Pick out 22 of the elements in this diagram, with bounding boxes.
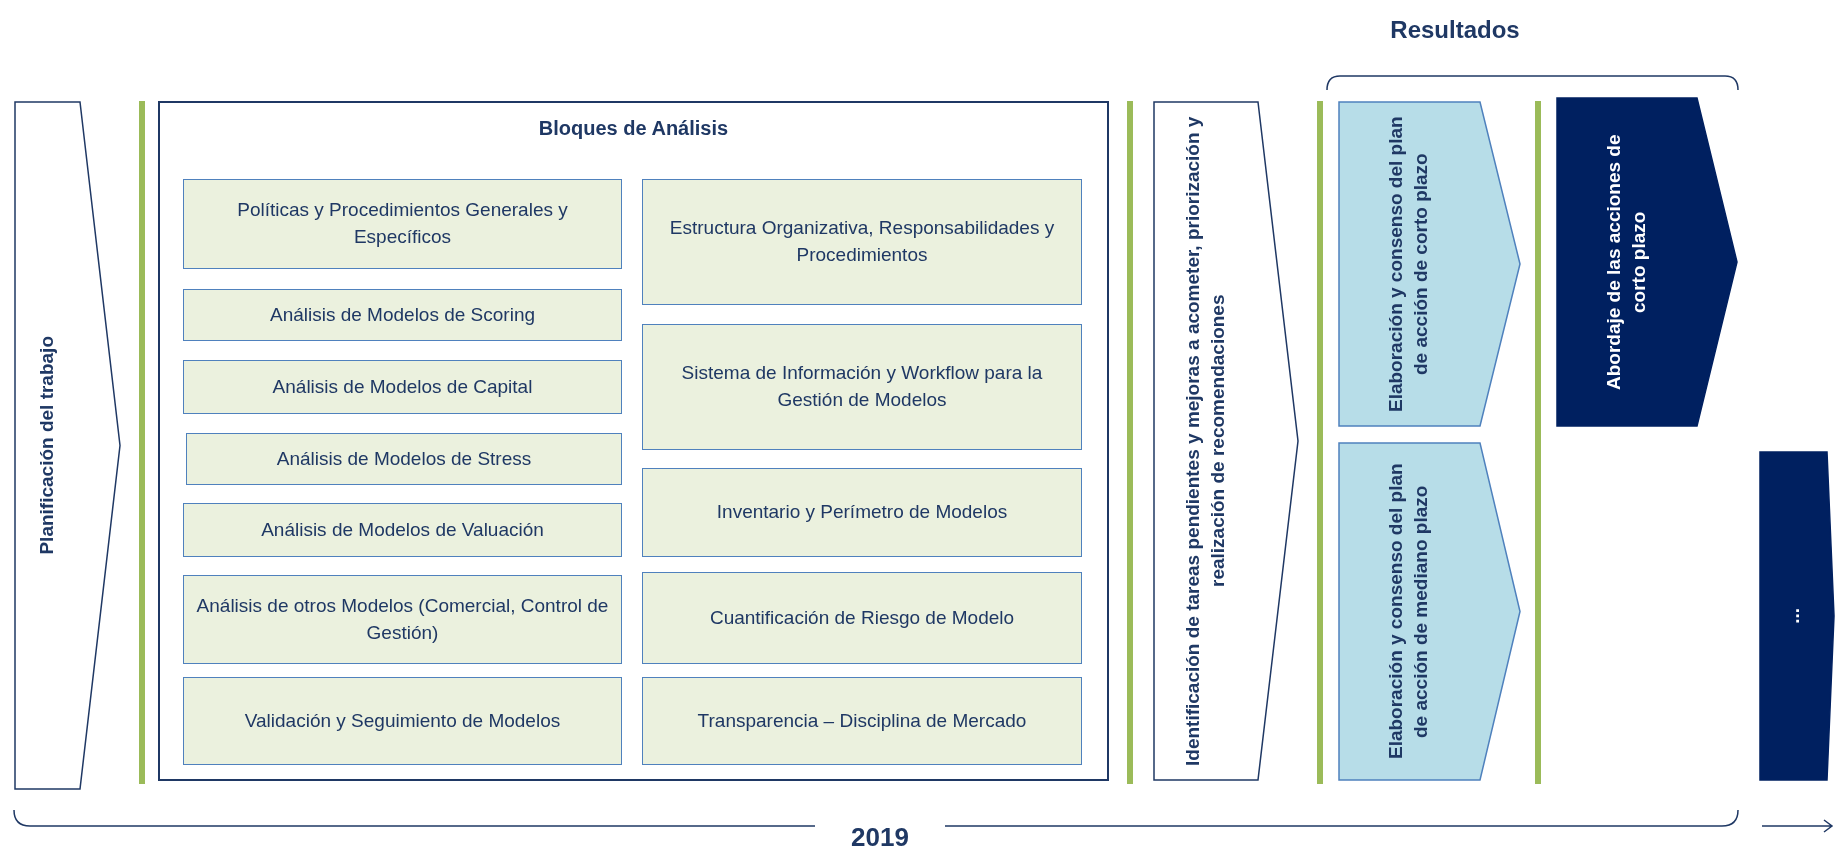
analysis-block: Análisis de Modelos de Valuación bbox=[183, 503, 622, 557]
chevron-step: Identificación de tareas pendientes y mejoras a acometer, priorización y realización de recomendaciones bbox=[1153, 101, 1299, 781]
analysis-block: Políticas y Procedimientos Generales y Específicos bbox=[183, 179, 622, 269]
analysis-block: Transparencia – Disciplina de Mercado bbox=[642, 677, 1082, 765]
analysis-block: Estructura Organizativa, Responsabilidades y Procedimientos bbox=[642, 179, 1082, 305]
chevron-step: Planificación del trabajo bbox=[14, 101, 121, 790]
panel-heading: Bloques de Análisis bbox=[537, 116, 730, 141]
chevron-step: ... bbox=[1759, 451, 1835, 781]
chevron-step: Abordaje de las acciones de corto plazo bbox=[1556, 97, 1738, 427]
analysis-block: Análisis de otros Modelos (Comercial, Control de Gestión) bbox=[183, 575, 622, 664]
heading-label: Resultados bbox=[1389, 15, 1521, 45]
analysis-block: Validación y Seguimiento de Modelos bbox=[183, 677, 622, 765]
analysis-block: Inventario y Perímetro de Modelos bbox=[642, 468, 1082, 557]
analysis-block: Análisis de Modelos de Stress bbox=[186, 433, 622, 485]
analysis-block: Análisis de Modelos de Capital bbox=[183, 360, 622, 414]
group-panel bbox=[158, 101, 1109, 781]
chevron-step: Elaboración y consenso del plan de acción de corto plazo bbox=[1338, 101, 1521, 427]
chevron-step: Elaboración y consenso del plan de acción de mediano plazo bbox=[1338, 442, 1521, 781]
analysis-block: Sistema de Información y Workflow para la Gestión de Modelos bbox=[642, 324, 1082, 450]
analysis-block: Análisis de Modelos de Scoring bbox=[183, 289, 622, 341]
analysis-block: Cuantificación de Riesgo de Modelo bbox=[642, 572, 1082, 664]
heading-label: 2019 bbox=[850, 821, 910, 852]
